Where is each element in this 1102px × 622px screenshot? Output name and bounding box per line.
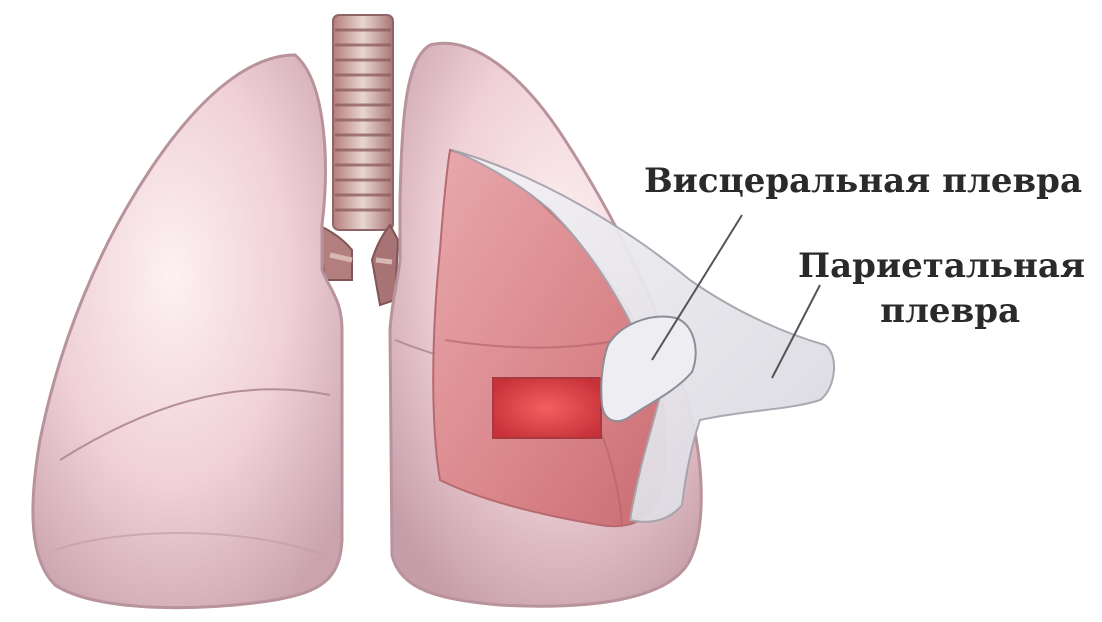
visceral-pleura-label: Висцеральная плевра: [644, 161, 1082, 201]
parietal-pleura-label-line2: плевра: [880, 291, 1020, 331]
trachea: [333, 15, 393, 230]
left-lung: [33, 55, 342, 608]
parietal-pleura-label-line1: Париетальная: [798, 246, 1085, 286]
exposed-area: [493, 378, 601, 438]
